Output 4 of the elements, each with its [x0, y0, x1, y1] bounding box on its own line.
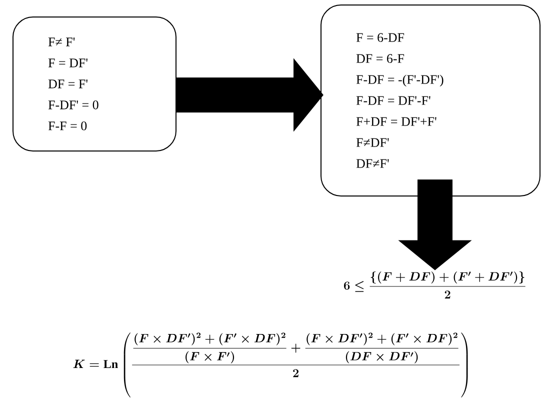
rounded-box: F = 6-DF DF = 6-F F-DF = -(F'-DF') F-DF = DF'-F' F+DF = DF'+F' F≠DF' DF≠F'	[320, 4, 540, 196]
formula: $K = \mathrm{Ln}\left(\dfrac{\dfrac{(F\times DF')^{2}+(F'\times DF)^{2}}{(F\times F')}+\dfrac{(F\times DF')^{2}+(F'\times DF)^{2}}{(DF\times DF')}}{2}\right)$	[73, 332, 468, 398]
formula: $6 \leq \frac{\{(F + DF) + (F' + DF')\}}{2}$	[344, 271, 526, 298]
rounded-box: F≠ F' F = DF' DF = F' F-DF' = 0 F-F = 0	[12, 16, 176, 152]
